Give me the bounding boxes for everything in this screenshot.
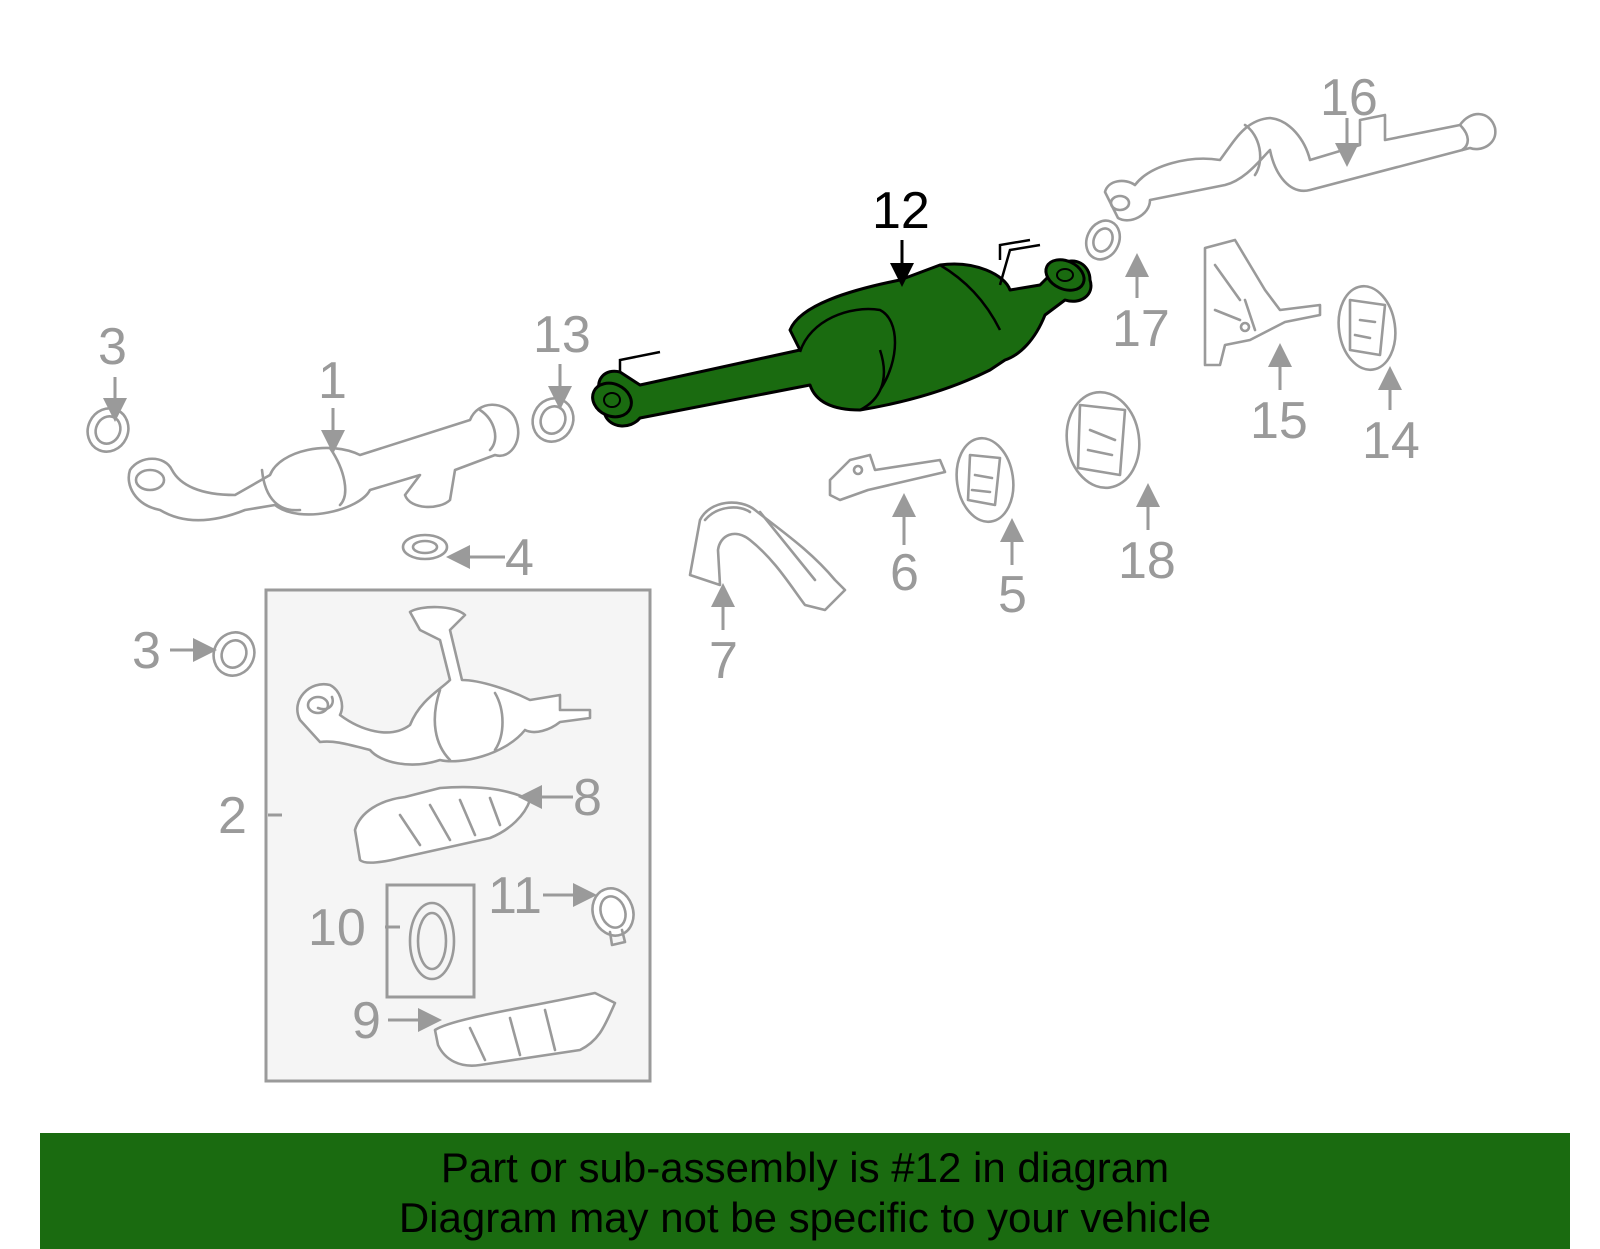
callout-6: 6 <box>890 544 919 602</box>
callout-16: 16 <box>1320 69 1378 127</box>
callout-12: 12 <box>872 182 930 240</box>
part-2-converter-pipe[interactable] <box>296 605 592 766</box>
callout-7: 7 <box>709 632 738 690</box>
callout-13: 13 <box>533 306 591 364</box>
part-18-hanger[interactable] <box>1061 387 1146 492</box>
footer-line-1: Part or sub-assembly is #12 in diagram <box>440 1144 1170 1191</box>
part-3-gasket-lower[interactable] <box>207 626 262 683</box>
part-17-gasket[interactable] <box>1080 215 1126 265</box>
part-3-gasket-top[interactable] <box>81 402 136 459</box>
part-16-tail-pipe[interactable] <box>1103 112 1497 222</box>
callout-10: 10 <box>308 899 366 957</box>
callout-17: 17 <box>1112 300 1170 358</box>
callout-14: 14 <box>1362 412 1420 470</box>
part-5-hanger[interactable] <box>951 435 1018 526</box>
part-15-bracket[interactable] <box>1203 238 1322 367</box>
callout-8: 8 <box>573 769 602 827</box>
part-14-hanger[interactable] <box>1333 283 1400 374</box>
part-12-muffler-assembly[interactable] <box>587 238 1093 428</box>
callout-4: 4 <box>505 529 534 587</box>
callout-5: 5 <box>998 566 1027 624</box>
part-4-gasket[interactable] <box>401 533 449 561</box>
leader-lines <box>103 118 1402 1032</box>
part-13-gasket[interactable] <box>526 392 581 449</box>
callout-3-lower: 3 <box>132 622 161 680</box>
callout-1: 1 <box>318 352 347 410</box>
callout-18: 18 <box>1118 532 1176 590</box>
part-6-hanger-rod[interactable] <box>828 453 947 502</box>
footer-line-2: Diagram may not be specific to your vehi… <box>398 1194 1212 1241</box>
part-1-front-pipe[interactable] <box>127 403 520 522</box>
part-9-heat-insulator[interactable] <box>433 991 617 1067</box>
part-10-clamp[interactable] <box>408 901 456 981</box>
callout-3-top: 3 <box>98 318 127 376</box>
part-11-clamp[interactable] <box>586 883 640 947</box>
callout-15: 15 <box>1250 392 1308 450</box>
callout-9: 9 <box>352 992 381 1050</box>
footer-banner: Part or sub-assembly is #12 in diagram D… <box>40 1133 1570 1249</box>
callout-11: 11 <box>488 867 542 925</box>
part-7-heat-shield[interactable] <box>688 501 847 612</box>
callout-2: 2 <box>218 787 247 845</box>
part-10-box <box>385 883 476 999</box>
